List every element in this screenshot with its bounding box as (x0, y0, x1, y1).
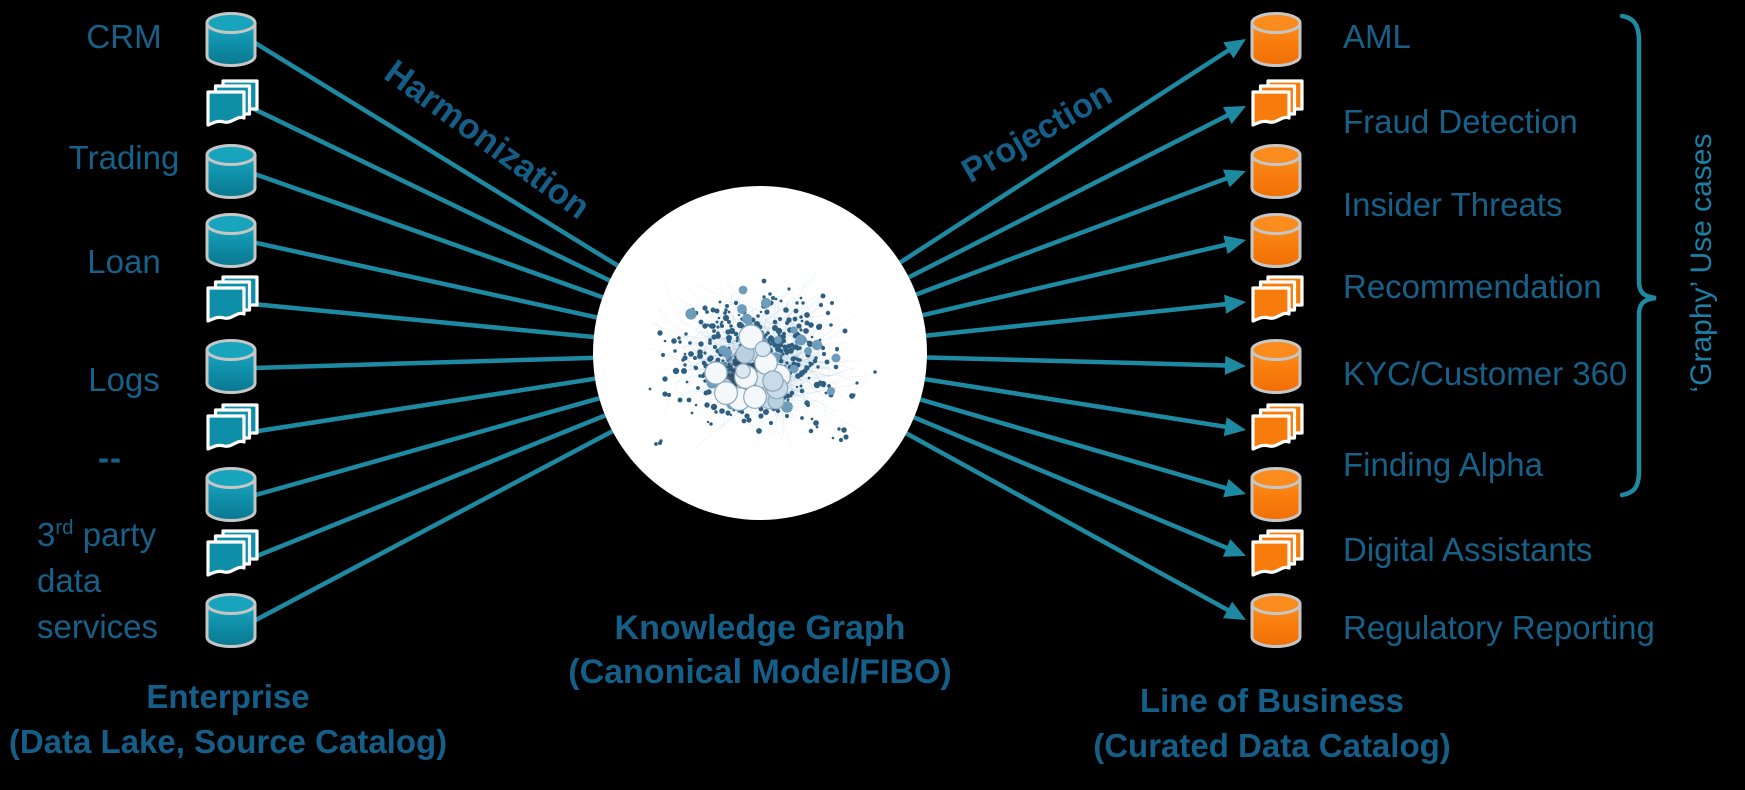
line-of-business-footer-line-2: (Curated Data Catalog) (1093, 727, 1451, 764)
harmonization-line (251, 301, 595, 340)
harmonization-line (251, 396, 600, 499)
database-icon (205, 593, 257, 648)
projection-line (922, 241, 1232, 318)
knowledge-graph-title: Knowledge Graph (Canonical Model/FIBO) (565, 606, 955, 694)
projection-arrowhead (1223, 601, 1246, 620)
projection-line (907, 110, 1234, 280)
projection-arrowhead (1223, 39, 1246, 59)
projection-line (905, 431, 1234, 615)
harmonization-line (251, 413, 606, 561)
database-icon (1250, 339, 1302, 394)
enterprise-footer-line-2: (Data Lake, Source Catalog) (8, 723, 448, 760)
projection-arrowhead (1223, 106, 1246, 124)
projection-arrowhead (1223, 479, 1246, 498)
use-case-label-insider-threats: Insider Threats (1343, 186, 1563, 223)
use-case-label-regulatory-reporting: Regulatory Reporting (1343, 609, 1655, 646)
documents-icon (1251, 403, 1304, 451)
database-icon (205, 213, 257, 268)
database-icon (205, 467, 257, 522)
harmonization-line (250, 39, 619, 268)
use-case-label-fraud-detection: Fraud Detection (1343, 103, 1578, 140)
projection-arrowhead (1223, 169, 1246, 188)
projection-arrowhead (1223, 417, 1246, 437)
line-of-business-footer: Line of Business (Curated Data Catalog) (1052, 678, 1492, 768)
projection-line (919, 397, 1233, 492)
third-party-line-1: 3rd party (37, 516, 157, 553)
line-of-business-footer-line-1: Line of Business (1139, 682, 1405, 719)
database-icon (1250, 144, 1302, 199)
projection-arrowhead (1224, 355, 1246, 375)
use-cases-bracket (1619, 13, 1657, 498)
documents-icon (1251, 529, 1304, 577)
use-case-label-aml: AML (1343, 18, 1411, 55)
use-case-label-finding-alpha: Finding Alpha (1343, 446, 1543, 483)
source-label-third-party: 3rd party data services (37, 505, 158, 650)
projection-line (913, 415, 1234, 553)
projection-line (915, 174, 1233, 297)
projection-arrowhead (1223, 235, 1246, 254)
projection-line (926, 355, 1232, 368)
projection-arrowhead (1223, 539, 1246, 557)
harmonization-line (251, 376, 596, 435)
source-label-loan: Loan (87, 243, 161, 280)
documents-icon (206, 79, 259, 127)
source-label-crm: CRM (86, 18, 162, 55)
documents-icon (206, 529, 259, 577)
enterprise-footer-line-1: Enterprise (146, 678, 310, 715)
use-case-label-kyc-customer-360: KYC/Customer 360 (1343, 355, 1628, 392)
source-label-misc: -- (98, 439, 122, 476)
documents-icon (1251, 79, 1304, 127)
source-label-trading: Trading (68, 139, 180, 176)
database-icon (205, 12, 257, 67)
database-icon (1250, 593, 1302, 648)
database-icon (1250, 213, 1302, 268)
database-icon (1250, 467, 1302, 522)
graphy-use-cases-label: ‘Graphy’ Use cases (1685, 133, 1718, 393)
database-icon (205, 339, 257, 394)
knowledge-graph-title-line-2: (Canonical Model/FIBO) (568, 653, 952, 691)
enterprise-footer: Enterprise (Data Lake, Source Catalog) (8, 674, 448, 764)
knowledge-graph-title-line-1: Knowledge Graph (614, 609, 906, 647)
documents-icon (1251, 275, 1304, 323)
projection-line (925, 301, 1232, 338)
documents-icon (206, 403, 259, 451)
harmonization-line (251, 170, 604, 300)
harmonization-line (251, 105, 611, 283)
harmonization-line (251, 355, 594, 371)
harmonization-line (250, 429, 614, 624)
projection-line (899, 45, 1235, 265)
database-icon (205, 144, 257, 199)
projection-arrowhead (1224, 294, 1246, 314)
knowledge-graph-network (648, 262, 880, 455)
projection-line (924, 376, 1232, 430)
database-icon (1250, 12, 1302, 67)
use-case-label-digital-assistants: Digital Assistants (1343, 531, 1593, 568)
source-label-logs: Logs (88, 361, 160, 398)
third-party-line-2: data (37, 562, 102, 599)
documents-icon (206, 275, 259, 323)
use-case-label-recommendation: Recommendation (1343, 268, 1602, 305)
harmonization-line (251, 239, 598, 320)
third-party-line-3: services (37, 608, 159, 645)
